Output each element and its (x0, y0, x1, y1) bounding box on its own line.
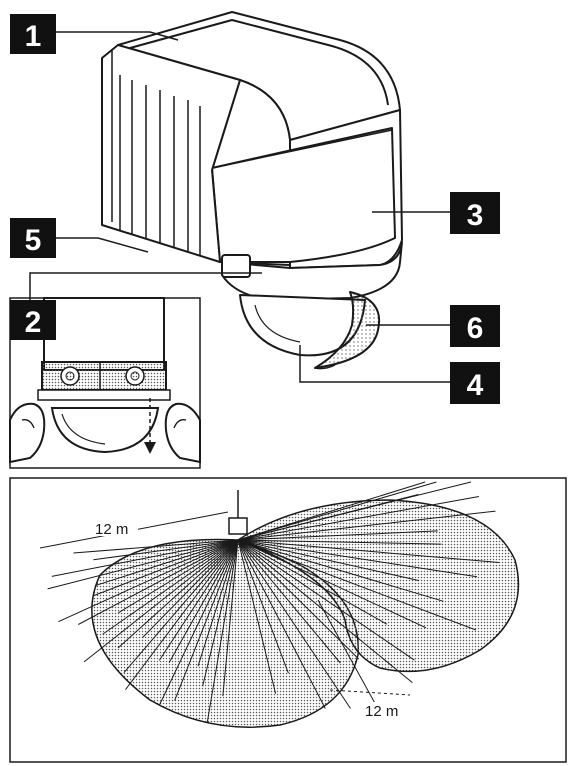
zone-ray (159, 539, 239, 705)
zone-ray (123, 539, 239, 674)
zone-ray (206, 539, 239, 723)
zone-ray (237, 539, 420, 582)
zone-ray (102, 539, 239, 635)
zone-ray (237, 539, 415, 661)
callout-1-label: 1 (25, 20, 42, 53)
zone-ray (94, 539, 239, 596)
callout-3: 3 (450, 192, 500, 234)
zone-ray (168, 539, 239, 663)
zone-ray (197, 539, 239, 667)
zone-ray (237, 539, 326, 709)
removal-arrow-head (144, 442, 156, 454)
range-label-right: 12 m (365, 703, 398, 720)
lens-removal-inset (9, 297, 201, 469)
zone-ray (237, 539, 444, 602)
callout-2-label: 2 (25, 306, 42, 339)
zone-ray (78, 539, 239, 625)
rear-ribbed-wall (101, 44, 241, 263)
zone-ray (58, 539, 239, 623)
zone-ray (83, 539, 239, 663)
zone-ray (237, 539, 500, 563)
zone-ray (174, 539, 239, 701)
zone-ray (237, 539, 289, 674)
ribs (119, 75, 201, 256)
zone-ray (237, 539, 351, 709)
zone-ray (222, 539, 239, 697)
side-panel (211, 127, 396, 263)
zone-ray (47, 539, 239, 590)
inset-dome-lens (50, 407, 160, 454)
zone-ray (118, 539, 239, 614)
sensor-device (101, 11, 403, 370)
zone-ray (237, 539, 360, 660)
zone-ray (237, 539, 388, 625)
coverage-lobe-right (236, 499, 520, 673)
callout-4-label: 4 (467, 369, 484, 402)
callout-4: 4 (450, 362, 500, 404)
zone-ray (237, 481, 437, 541)
callout-6-label: 6 (467, 312, 484, 345)
zone-ray (237, 539, 478, 578)
adjust-ring (221, 241, 403, 301)
zone-ray (94, 539, 239, 587)
callout-1: 1 (10, 14, 56, 54)
range-tick (329, 689, 411, 696)
zone-ray (237, 496, 479, 541)
callout-3-label: 3 (467, 199, 484, 232)
zone-ray (237, 510, 496, 541)
callout-5: 5 (10, 218, 56, 258)
mounted-sensor (228, 517, 248, 535)
zone-ray (237, 539, 442, 545)
right-hand (164, 402, 201, 464)
callout-2: 2 (10, 300, 56, 340)
zone-ray (158, 539, 239, 661)
ring-knob (221, 254, 251, 278)
range-label-left: 12 m (95, 521, 128, 538)
callout-6: 6 (450, 305, 500, 347)
zone-ray (237, 539, 413, 683)
zone-ray (237, 539, 477, 631)
zone-ray (142, 539, 239, 639)
zone-ray (237, 539, 277, 694)
detection-zone-rays (47, 481, 500, 723)
coverage-diagram: 12 m 12 m (9, 477, 567, 763)
zone-ray (117, 539, 239, 649)
left-hand (9, 402, 46, 464)
zone-ray (202, 539, 239, 687)
zone-ray (125, 539, 239, 690)
callout-5-label: 5 (25, 224, 42, 257)
housing-top-rim (129, 19, 389, 106)
zone-ray (237, 494, 419, 541)
zone-ray (73, 539, 239, 554)
leader-lines (29, 31, 450, 383)
range-line-right (317, 599, 383, 717)
zone-ray (237, 481, 426, 541)
zone-ray (237, 539, 427, 629)
zone-ray (237, 530, 438, 541)
zone-ray (93, 539, 239, 561)
zone-ray (237, 539, 341, 664)
zone-ray (51, 539, 239, 577)
